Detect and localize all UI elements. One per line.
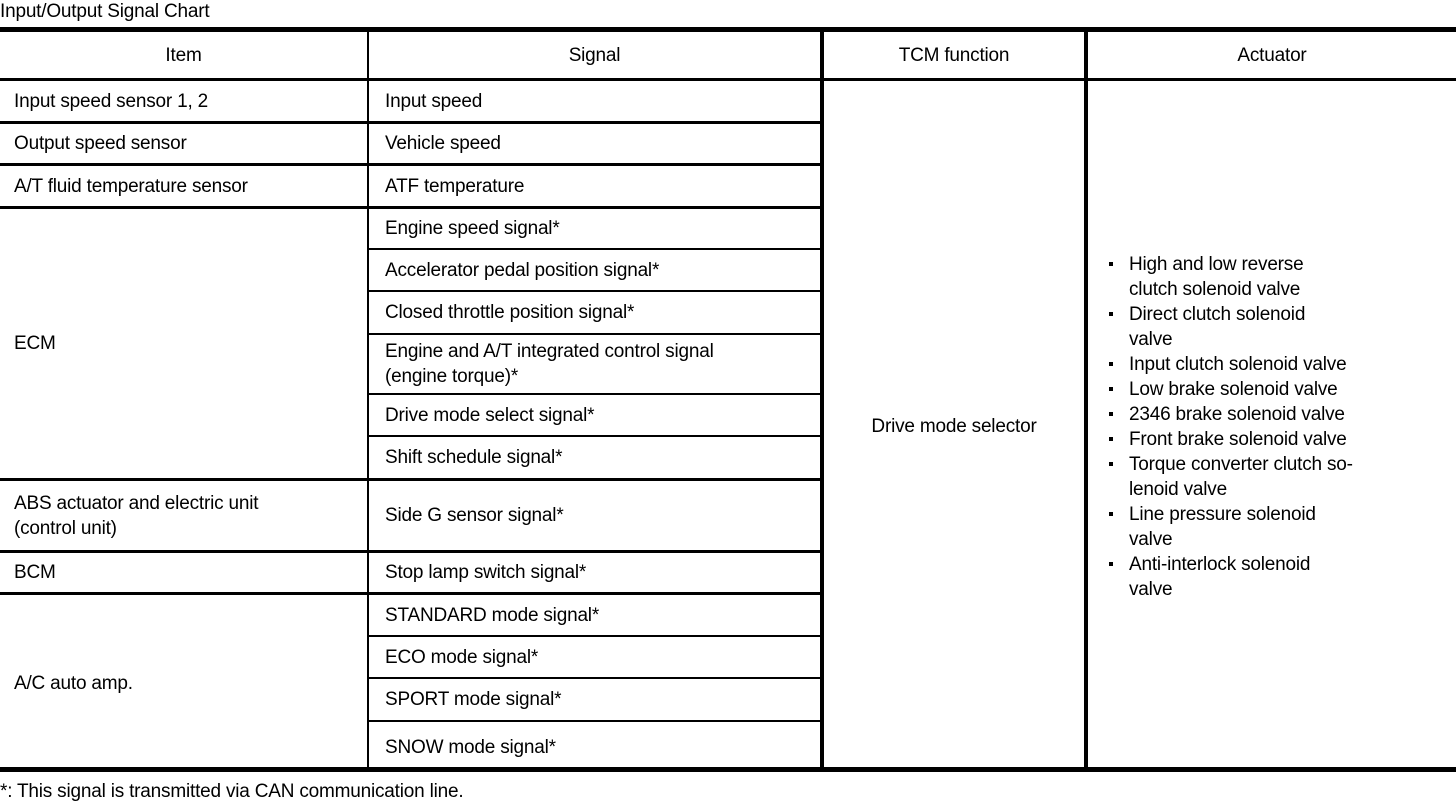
bullet-icon bbox=[1109, 386, 1113, 391]
column-header-signal: Signal bbox=[568, 44, 621, 66]
item-abs-line-2: (control unit) bbox=[14, 517, 117, 539]
item-bcm: BCM bbox=[14, 562, 56, 583]
item-ecm: ECM bbox=[14, 333, 56, 354]
list-item: Input clutch solenoid valve bbox=[1108, 352, 1456, 377]
signal-integrated-control-line-2: (engine torque)* bbox=[385, 366, 519, 387]
actuator-solenoid-valve-list: High and low reverse clutch solenoid val… bbox=[1088, 81, 1456, 772]
bullet-icon bbox=[1109, 436, 1113, 441]
list-item: Line pressure solenoid valve bbox=[1108, 502, 1456, 552]
actuator-bullet-7-line-1: Line pressure solenoid bbox=[1129, 503, 1316, 525]
list-item: Anti-interlock solenoid valve bbox=[1108, 552, 1456, 602]
actuator-bullet-1-line-1: Direct clutch solenoid bbox=[1129, 303, 1306, 325]
footnote: *: This signal is transmitted via CAN co… bbox=[0, 781, 464, 802]
row-rule-1 bbox=[0, 121, 820, 124]
actuator-bullet-0-line-1: High and low reverse bbox=[1129, 253, 1304, 275]
column-header-tcm-function: TCM function bbox=[898, 44, 1010, 66]
item-at-fluid-temperature-sensor: A/T fluid temperature sensor bbox=[14, 175, 248, 197]
actuator-bullet-5-line-1: Front brake solenoid valve bbox=[1129, 428, 1347, 450]
actuator-bullet-2-line-1: Input clutch solenoid valve bbox=[1129, 353, 1347, 375]
actuator-bullet-1-line-2: valve bbox=[1129, 328, 1173, 350]
list-item: Torque converter clutch so- lenoid valve bbox=[1108, 452, 1456, 502]
bullet-icon bbox=[1109, 361, 1113, 366]
signal-shift-schedule: Shift schedule signal* bbox=[385, 447, 563, 468]
list-item: Low brake solenoid valve bbox=[1108, 377, 1456, 402]
column-header-actuator: Actuator bbox=[1237, 44, 1307, 66]
row-rule-11 bbox=[0, 592, 820, 595]
item-abs-line-1: ABS actuator and electric unit bbox=[14, 492, 259, 514]
column-divider-item-signal bbox=[367, 32, 369, 767]
actuator-bullet-7-line-2: valve bbox=[1129, 528, 1173, 550]
item-input-speed-sensor: Input speed sensor 1, 2 bbox=[14, 90, 208, 112]
actuator-bullet-0-line-2: clutch solenoid valve bbox=[1129, 278, 1301, 300]
signal-side-g-sensor: Side G sensor signal* bbox=[385, 505, 564, 526]
actuator-bullet-3-line-1: Low brake solenoid valve bbox=[1129, 378, 1338, 400]
row-rule-5 bbox=[367, 290, 820, 292]
signal-closed-throttle-position: Closed throttle position signal* bbox=[385, 302, 635, 323]
row-rule-2 bbox=[0, 163, 820, 166]
actuator-bullet-4-line-1: 2346 brake solenoid valve bbox=[1129, 403, 1345, 425]
list-item: Direct clutch solenoid valve bbox=[1108, 302, 1456, 352]
actuator-bullet-6-line-1: Torque converter clutch so- bbox=[1129, 453, 1353, 475]
signal-standard-mode: STANDARD mode signal* bbox=[385, 604, 600, 626]
actuator-bullet-list: High and low reverse clutch solenoid val… bbox=[1108, 252, 1456, 602]
bullet-icon bbox=[1109, 311, 1113, 316]
row-rule-3 bbox=[0, 206, 820, 209]
signal-atf-temperature: ATF temperature bbox=[385, 175, 525, 197]
row-rule-6 bbox=[367, 333, 820, 335]
row-rule-9 bbox=[0, 478, 820, 481]
actuator-bullet-6-line-2: lenoid valve bbox=[1129, 478, 1227, 500]
input-output-signal-table: Item Signal TCM function Actuator Input … bbox=[0, 27, 1456, 772]
row-rule-8 bbox=[367, 435, 820, 437]
signal-snow-mode: SNOW mode signal* bbox=[385, 736, 556, 758]
item-output-speed-sensor: Output speed sensor bbox=[14, 133, 187, 154]
list-item: 2346 brake solenoid valve bbox=[1108, 402, 1456, 427]
list-item: Front brake solenoid valve bbox=[1108, 427, 1456, 452]
column-header-item: Item bbox=[165, 44, 202, 66]
signal-drive-mode-select: Drive mode select signal* bbox=[385, 404, 595, 426]
bullet-icon bbox=[1109, 561, 1113, 566]
bullet-icon bbox=[1109, 461, 1113, 466]
row-rule-7 bbox=[367, 393, 820, 395]
row-rule-4 bbox=[367, 248, 820, 250]
list-item: High and low reverse clutch solenoid val… bbox=[1108, 252, 1456, 302]
bullet-icon bbox=[1109, 261, 1113, 266]
row-rule-14 bbox=[367, 720, 820, 722]
column-divider-signal-tcm bbox=[820, 32, 824, 767]
signal-integrated-control-line-1: Engine and A/T integrated control signal bbox=[385, 341, 714, 362]
page-title: Input/Output Signal Chart bbox=[0, 1, 210, 22]
header-bottom-rule bbox=[0, 78, 1456, 81]
item-abs-actuator-and-electric-unit: ABS actuator and electric unit (control … bbox=[0, 481, 367, 550]
signal-stop-lamp-switch: Stop lamp switch signal* bbox=[385, 562, 587, 583]
signal-eco-mode: ECO mode signal* bbox=[385, 646, 539, 668]
signal-input-speed: Input speed bbox=[385, 90, 483, 112]
bullet-icon bbox=[1109, 411, 1113, 416]
signal-engine-at-integrated-control: Engine and A/T integrated control signal… bbox=[369, 335, 820, 393]
row-rule-10 bbox=[0, 550, 820, 553]
signal-sport-mode: SPORT mode signal* bbox=[385, 689, 562, 710]
signal-engine-speed: Engine speed signal* bbox=[385, 218, 560, 239]
item-ac-auto-amp: A/C auto amp. bbox=[14, 673, 133, 694]
bullet-icon bbox=[1109, 511, 1113, 516]
row-rule-13 bbox=[367, 677, 820, 679]
tcm-function-drive-mode-selector: Drive mode selector bbox=[871, 416, 1037, 437]
signal-vehicle-speed: Vehicle speed bbox=[385, 133, 501, 154]
signal-accelerator-pedal-position: Accelerator pedal position signal* bbox=[385, 259, 660, 281]
row-rule-12 bbox=[367, 635, 820, 637]
column-divider-tcm-actuator bbox=[1084, 32, 1088, 767]
actuator-bullet-8-line-2: valve bbox=[1129, 578, 1173, 600]
actuator-bullet-8-line-1: Anti-interlock solenoid bbox=[1129, 553, 1311, 575]
